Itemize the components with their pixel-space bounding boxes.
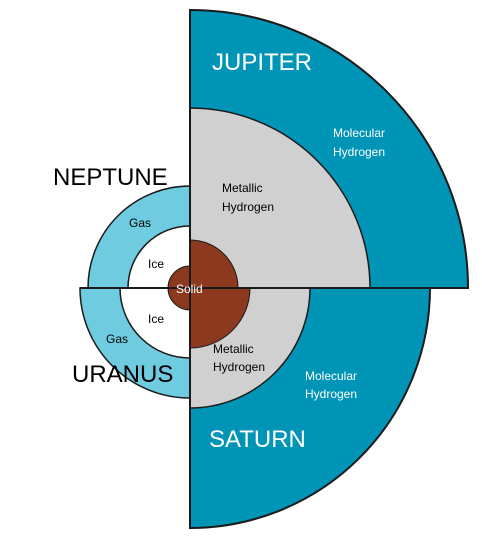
uranus-cutaway	[79, 287, 191, 399]
uranus-name-label: URANUS	[72, 361, 173, 388]
jupiter-name-label: JUPITER	[212, 49, 312, 76]
jupiter-cutaway	[189, 8, 470, 289]
saturn-outer-layer-label-line1: Molecular	[305, 369, 357, 383]
neptune-middle-layer-label: Ice	[148, 257, 164, 271]
uranus-outer-layer-label: Gas	[106, 332, 128, 346]
uranus-middle-layer-label: Ice	[148, 312, 164, 326]
jupiter-metallic-hydrogen-layer	[189, 107, 371, 289]
saturn-middle-layer-label-line1: Metallic	[213, 342, 254, 356]
saturn-core	[189, 287, 251, 349]
saturn-middle-layer-label-line2: Hydrogen	[213, 360, 265, 374]
planet-cores	[167, 239, 251, 349]
jupiter-middle-layer-label-line2: Hydrogen	[222, 200, 274, 214]
neptune-outer-layer-label: Gas	[129, 216, 151, 230]
uranus-ice-layer	[119, 287, 191, 359]
jupiter-middle-layer-label-line1: Metallic	[222, 181, 263, 195]
saturn-outer-layer-label-line2: Hydrogen	[305, 387, 357, 401]
jupiter-core	[189, 239, 239, 289]
jupiter-outer-layer-label-line2: Hydrogen	[333, 145, 385, 159]
neptune-name-label: NEPTUNE	[53, 164, 168, 191]
jupiter-outer-layer-label-line1: Molecular	[333, 126, 385, 140]
saturn-name-label: SATURN	[209, 426, 306, 453]
core-label: Solid	[176, 282, 203, 296]
